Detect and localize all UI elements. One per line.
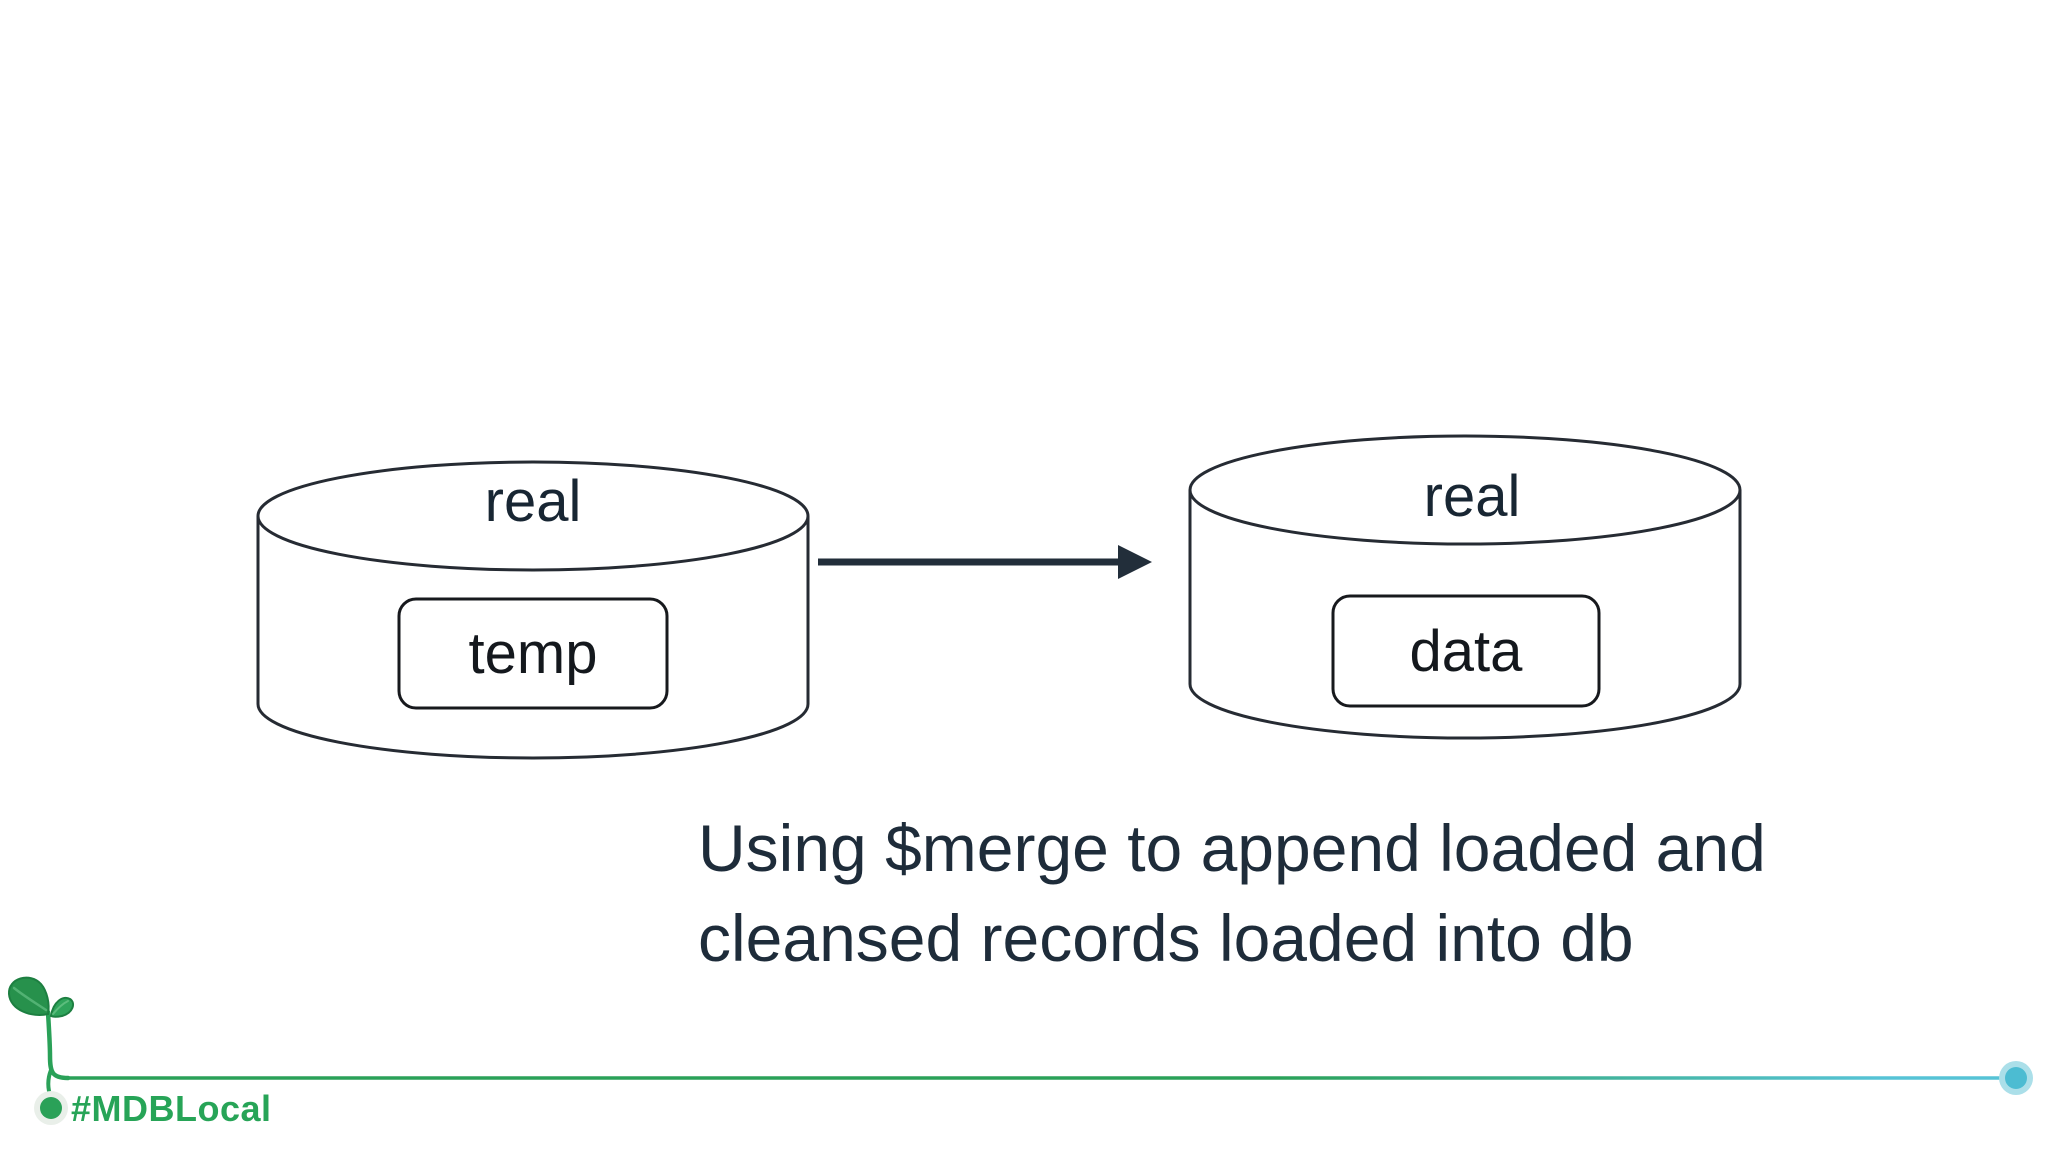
caption-line-1: Using $merge to append loaded and	[698, 811, 1766, 885]
data-collection-label: data	[1409, 618, 1523, 684]
data-collection-box	[1331, 594, 1601, 708]
seedling-large-leaf	[7, 976, 50, 1016]
source-database-cylinder	[256, 460, 810, 760]
target-db-label: real	[1423, 464, 1521, 529]
seedling-small-leaf	[49, 997, 75, 1018]
slide-caption: Using $merge to append loaded and cleans…	[698, 803, 1978, 983]
merge-arrow-head	[1118, 545, 1152, 579]
green-dot	[40, 1097, 62, 1119]
source-db-label: real	[484, 469, 582, 534]
temp-collection-label: temp	[468, 621, 598, 686]
seedling-large-leaf-vein	[12, 986, 48, 1012]
target-cylinder-top	[1188, 434, 1742, 546]
target-database-cylinder	[1188, 434, 1742, 740]
teal-dot	[1999, 1061, 2033, 1095]
caption-line-2: cleansed records loaded into db	[698, 901, 1634, 975]
merge-arrow-icon	[818, 545, 1152, 579]
seedling-small-leaf-vein	[52, 1000, 69, 1015]
source-cylinder-top	[256, 460, 810, 572]
teal-dot-core	[2005, 1067, 2027, 1089]
seedling-stem	[45, 1009, 71, 1081]
mdblocal-hashtag: #MDBLocal	[71, 1088, 272, 1129]
seedling-icon	[7, 976, 75, 1125]
temp-collection-box	[397, 597, 669, 710]
